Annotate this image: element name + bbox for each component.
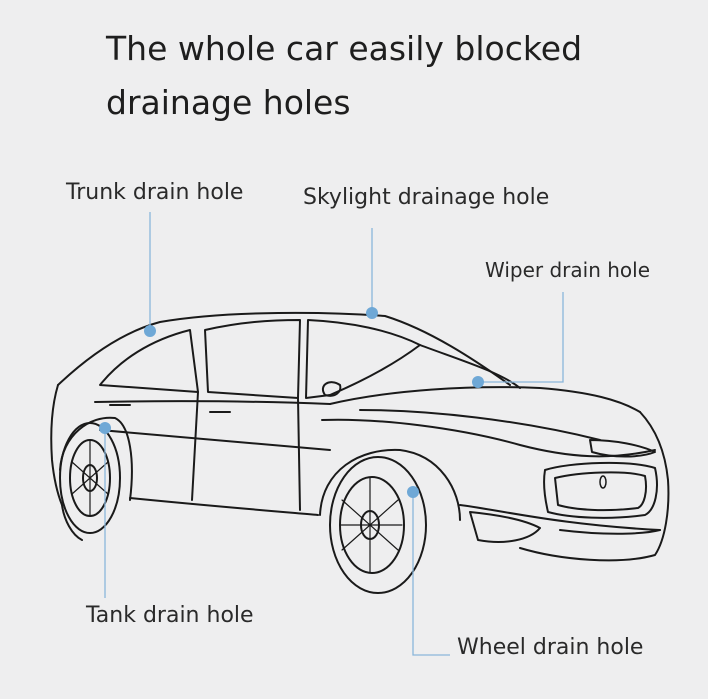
car-front-wheel-arch xyxy=(319,448,461,521)
car-side-window-rear xyxy=(204,319,301,399)
car-roof-line xyxy=(57,311,511,386)
skylight-drain-marker xyxy=(366,307,378,319)
trunk-drain-marker xyxy=(144,325,156,337)
car-rear-lower xyxy=(61,504,83,541)
car-hood-left xyxy=(329,386,641,413)
drain-hole-markers xyxy=(99,307,484,498)
wiper-drain-marker xyxy=(472,376,484,388)
car-hood-edge xyxy=(321,418,656,458)
car-rear-window xyxy=(99,329,199,393)
tank-drain-marker xyxy=(99,422,111,434)
car-door-line-front xyxy=(297,397,301,511)
car-side-mirror xyxy=(321,381,342,397)
wiper-leader-line xyxy=(478,292,564,383)
car-trunk-line xyxy=(50,384,63,506)
car-front-wheel-spokes xyxy=(339,477,403,573)
car-belt-line xyxy=(94,400,331,405)
car-outline-illustration xyxy=(50,311,670,594)
car-windshield-base xyxy=(419,344,521,389)
page-title: The whole car easily blocked drainage ho… xyxy=(106,29,583,122)
car-door-line-rear xyxy=(191,391,199,501)
car-side-sill xyxy=(129,497,319,516)
tank-drain-hole-label: Tank drain hole xyxy=(86,603,254,628)
wiper-drain-hole-label: Wiper drain hole xyxy=(485,258,651,282)
wheel-leader-line xyxy=(412,492,450,656)
car-rear-wheel-tire xyxy=(59,422,121,534)
car-front-fascia xyxy=(519,411,670,562)
car-fog-vent xyxy=(469,511,541,543)
car-side-crease xyxy=(99,429,331,451)
car-lower-intake xyxy=(559,529,661,535)
car-grille xyxy=(543,461,658,519)
leader-lines xyxy=(104,212,564,656)
car-lower-bumper xyxy=(459,504,661,531)
skylight-drainage-hole-label: Skylight drainage hole xyxy=(303,185,550,210)
car-front-wheel-tire xyxy=(329,456,427,594)
car-rear-wheel-spokes xyxy=(71,439,109,517)
car-headlight xyxy=(589,439,656,458)
wheel-drain-hole-label: Wheel drain hole xyxy=(457,635,644,660)
wheel-drain-marker xyxy=(407,486,419,498)
trunk-drain-hole-label: Trunk drain hole xyxy=(66,180,244,205)
car-hood-crease xyxy=(359,409,601,441)
car-grille-inner xyxy=(554,471,648,512)
car-grille-emblem xyxy=(599,475,607,489)
